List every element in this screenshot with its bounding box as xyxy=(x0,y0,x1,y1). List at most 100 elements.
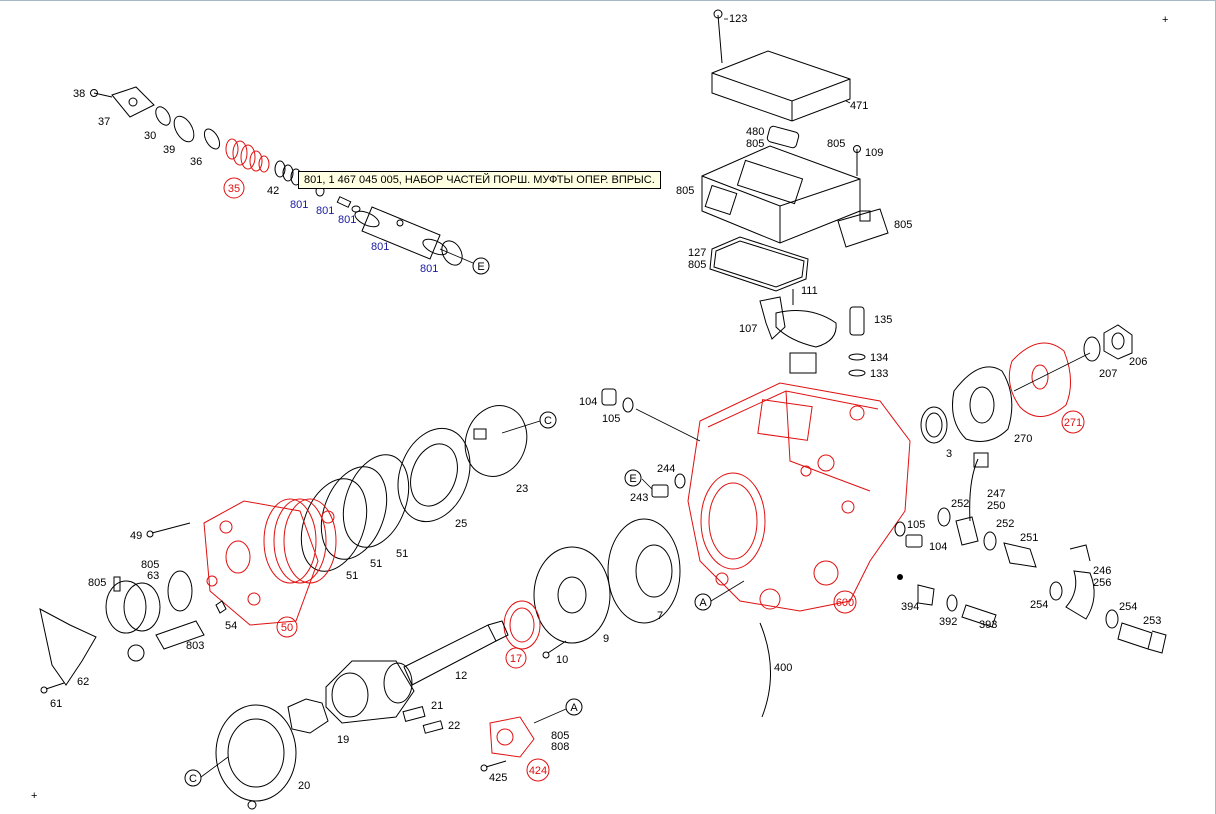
callout-54[interactable]: 54 xyxy=(225,620,237,632)
part-109-screw[interactable] xyxy=(853,145,861,177)
part-254-washers[interactable] xyxy=(1049,581,1119,629)
part-104-plug-b[interactable] xyxy=(905,534,923,548)
part-424-valve[interactable] xyxy=(489,716,535,758)
callout-393[interactable]: 393 xyxy=(979,619,997,631)
callout-471[interactable]: 471 xyxy=(850,100,868,112)
callout-circle-271[interactable]: 271 xyxy=(1061,410,1085,434)
callout-3[interactable]: 3 xyxy=(946,448,952,460)
callout-51[interactable]: 51 xyxy=(370,558,382,570)
part-600-pump-housing[interactable] xyxy=(687,382,911,612)
part-20-feed-pump-housing[interactable] xyxy=(215,704,297,810)
callout-circle-600[interactable]: 600 xyxy=(833,590,857,614)
part-51-seal-rings[interactable] xyxy=(289,446,420,581)
part-39-oring[interactable] xyxy=(170,113,198,145)
part-471-cover[interactable] xyxy=(711,50,851,122)
part-9-roller-ring[interactable] xyxy=(533,546,611,644)
part-253-bolt[interactable] xyxy=(1117,622,1167,654)
reference-circle-c[interactable]: C xyxy=(184,769,202,787)
callout-425[interactable]: 425 xyxy=(489,772,507,784)
callout-25[interactable]: 25 xyxy=(455,518,467,530)
reference-circle-a[interactable]: A xyxy=(565,698,583,716)
part-63-oring[interactable] xyxy=(167,570,193,612)
callout-21[interactable]: 21 xyxy=(431,700,443,712)
callout-105[interactable]: 105 xyxy=(907,519,925,531)
part-feed-pump-rotor[interactable] xyxy=(325,660,415,724)
part-207-washer[interactable] xyxy=(1083,336,1101,362)
callout-394[interactable]: 394 xyxy=(901,601,919,613)
part-38-screw[interactable] xyxy=(90,89,113,98)
part-206-nut[interactable] xyxy=(1103,324,1133,360)
callout-808[interactable]: 808 xyxy=(551,741,569,753)
part-243-plug[interactable] xyxy=(651,484,669,498)
callout-250[interactable]: 250 xyxy=(987,500,1005,512)
callout-251[interactable]: 251 xyxy=(1020,532,1038,544)
callout-7[interactable]: 7 xyxy=(657,610,663,622)
reference-circle-e[interactable]: E xyxy=(472,257,490,275)
callout-254[interactable]: 254 xyxy=(1030,599,1048,611)
part-7-cam-plate[interactable] xyxy=(607,518,681,624)
callout-392[interactable]: 392 xyxy=(939,616,957,628)
callout-133[interactable]: 133 xyxy=(870,368,888,380)
part-36-oring[interactable] xyxy=(201,126,222,151)
callout-805[interactable]: 805 xyxy=(894,219,912,231)
callout-20[interactable]: 20 xyxy=(298,780,310,792)
part-801-ring[interactable] xyxy=(438,237,467,269)
part-104-plug[interactable] xyxy=(601,388,617,406)
reference-circle-c[interactable]: C xyxy=(539,411,557,429)
part-25-bearing[interactable] xyxy=(386,418,483,531)
part-37-cover-plate[interactable] xyxy=(111,86,155,118)
part-21-key[interactable] xyxy=(402,705,426,723)
part-127-seal-ring[interactable] xyxy=(709,236,809,292)
callout-805[interactable]: 805 xyxy=(551,730,569,742)
part-49-screw[interactable] xyxy=(146,522,191,538)
callout-circle-35[interactable]: 35 xyxy=(223,177,245,199)
callout-19[interactable]: 19 xyxy=(337,734,349,746)
callout-61[interactable]: 61 xyxy=(50,698,62,710)
callout-104[interactable]: 104 xyxy=(579,396,597,408)
callout-134[interactable]: 134 xyxy=(870,352,888,364)
callout-38[interactable]: 38 xyxy=(73,88,85,100)
part-23-ring-plate[interactable] xyxy=(455,397,536,485)
callout-63[interactable]: 63 xyxy=(147,570,159,582)
callout-805[interactable]: 805 xyxy=(88,577,106,589)
part-3-shaft-seal[interactable] xyxy=(920,406,948,444)
part-393-screw[interactable] xyxy=(961,604,997,628)
callout-107[interactable]: 107 xyxy=(739,323,757,335)
part-22-pin[interactable] xyxy=(422,720,444,734)
reference-circle-a[interactable]: A xyxy=(694,593,712,611)
part-252-fitting[interactable] xyxy=(937,507,997,551)
callout-805[interactable]: 805 xyxy=(676,185,694,197)
callout-244[interactable]: 244 xyxy=(657,463,675,475)
part-425-screw[interactable] xyxy=(480,760,507,772)
callout-400[interactable]: 400 xyxy=(774,662,792,674)
callout-256[interactable]: 256 xyxy=(1093,577,1111,589)
part-35-spring-assembly[interactable] xyxy=(225,138,270,173)
part-246-elbow[interactable] xyxy=(1065,544,1095,620)
callout-206[interactable]: 206 xyxy=(1129,356,1147,368)
callout-23[interactable]: 23 xyxy=(516,483,528,495)
callout-253[interactable]: 253 xyxy=(1143,615,1161,627)
callout-22[interactable]: 22 xyxy=(448,720,460,732)
reference-circle-e[interactable]: E xyxy=(624,469,642,487)
callout-37[interactable]: 37 xyxy=(98,116,110,128)
part-805-connector[interactable] xyxy=(837,208,889,248)
callout-12[interactable]: 12 xyxy=(455,670,467,682)
callout-109[interactable]: 109 xyxy=(865,147,883,159)
callout-246[interactable]: 246 xyxy=(1093,565,1111,577)
callout-254[interactable]: 254 xyxy=(1119,601,1137,613)
part-30-ring[interactable] xyxy=(153,104,173,127)
callout-123[interactable]: 123 xyxy=(729,13,747,25)
callout-801[interactable]: 801 xyxy=(290,199,308,211)
part-19-coupling[interactable] xyxy=(287,698,329,734)
callout-805[interactable]: 805 xyxy=(688,259,706,271)
part-12-drive-shaft[interactable] xyxy=(403,620,509,686)
callout-circle-50[interactable]: 50 xyxy=(276,616,298,638)
part-805-solenoid[interactable] xyxy=(105,576,161,634)
callout-39[interactable]: 39 xyxy=(163,144,175,156)
part-801-timing-piston[interactable] xyxy=(353,206,450,260)
part-105-washer[interactable] xyxy=(622,397,634,413)
part-271-gasket[interactable] xyxy=(1008,342,1071,417)
callout-51[interactable]: 51 xyxy=(346,570,358,582)
callout-252[interactable]: 252 xyxy=(996,518,1014,530)
callout-247[interactable]: 247 xyxy=(987,488,1005,500)
